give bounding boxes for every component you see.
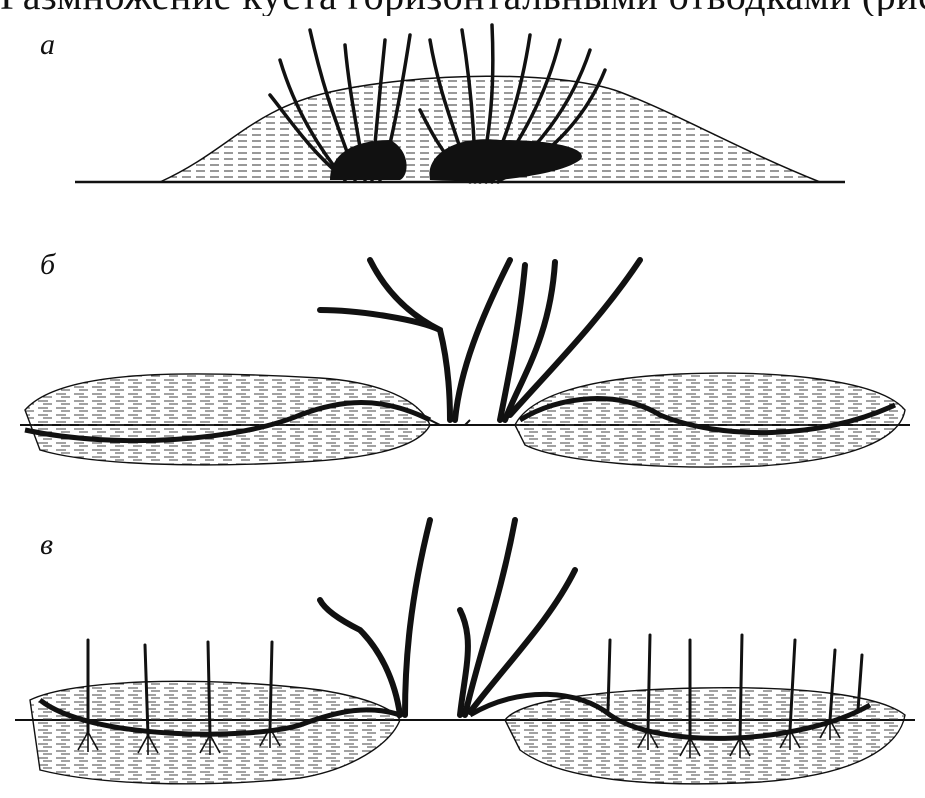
panel-b-drawing [20, 260, 910, 467]
soil-mound-b-left [25, 374, 430, 465]
panel-a-drawing [75, 25, 845, 182]
bush-v [320, 520, 575, 715]
panel-v-drawing [15, 520, 915, 784]
